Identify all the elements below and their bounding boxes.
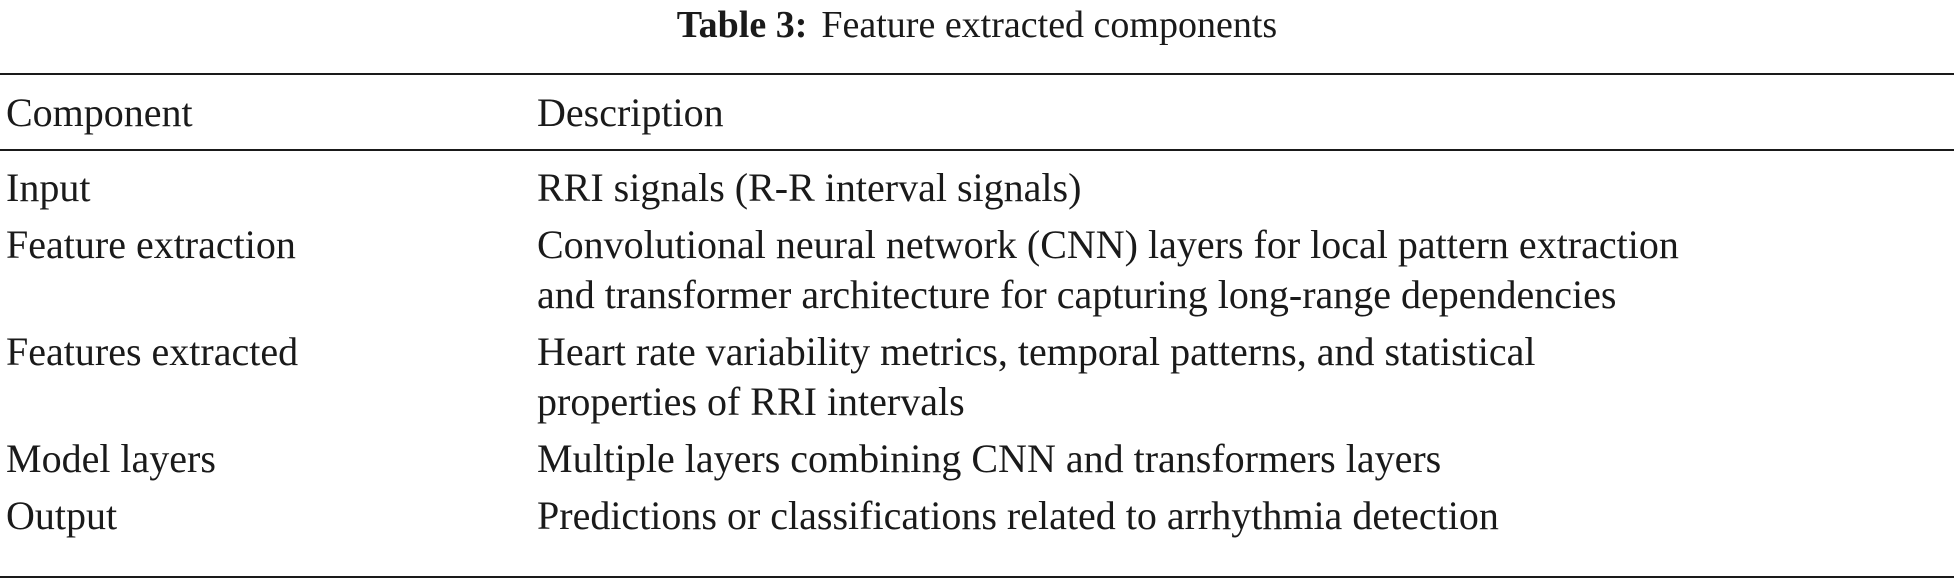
row-description-line: Convolutional neural network (CNN) layer… (537, 222, 1679, 267)
row-description: Predictions or classifications related t… (537, 491, 1954, 541)
row-description: Convolutional neural network (CNN) layer… (537, 220, 1954, 320)
table-row: Input RRI signals (R-R interval signals) (0, 163, 1954, 213)
row-component: Model layers (6, 436, 216, 481)
table-caption-title: Feature extracted components (821, 4, 1278, 46)
row-description-line: Predictions or classifications related t… (537, 493, 1499, 538)
row-description: RRI signals (R-R interval signals) (537, 163, 1954, 213)
table-header-rule (0, 149, 1954, 151)
row-description-line: RRI signals (R-R interval signals) (537, 165, 1082, 210)
table-row: Output Predictions or classifications re… (0, 491, 1954, 541)
table-caption-label: Table 3: (676, 4, 808, 46)
row-description-line: Heart rate variability metrics, temporal… (537, 329, 1536, 374)
row-component: Input (6, 165, 91, 210)
row-component: Feature extraction (6, 222, 296, 267)
row-component: Output (6, 493, 118, 538)
row-description-line: Multiple layers combining CNN and transf… (537, 436, 1442, 481)
row-component: Features extracted (6, 329, 299, 374)
table-row: Model layers Multiple layers combining C… (0, 434, 1954, 484)
row-description-line: properties of RRI intervals (537, 379, 965, 424)
table-row: Feature extraction Convolutional neural … (0, 220, 1954, 320)
table-body: Input RRI signals (R-R interval signals)… (0, 163, 1954, 548)
row-description-line: and transformer architecture for capturi… (537, 272, 1617, 317)
header-description: Description (537, 90, 724, 135)
table-caption: Table 3: Feature extracted components (0, 2, 1954, 48)
table-bottom-rule (0, 576, 1954, 578)
header-component: Component (6, 90, 193, 135)
row-description: Heart rate variability metrics, temporal… (537, 327, 1954, 427)
table-row: Features extracted Heart rate variabilit… (0, 327, 1954, 427)
row-description: Multiple layers combining CNN and transf… (537, 434, 1954, 484)
table-header-row: Component Description (0, 88, 1954, 138)
table-top-rule (0, 73, 1954, 75)
